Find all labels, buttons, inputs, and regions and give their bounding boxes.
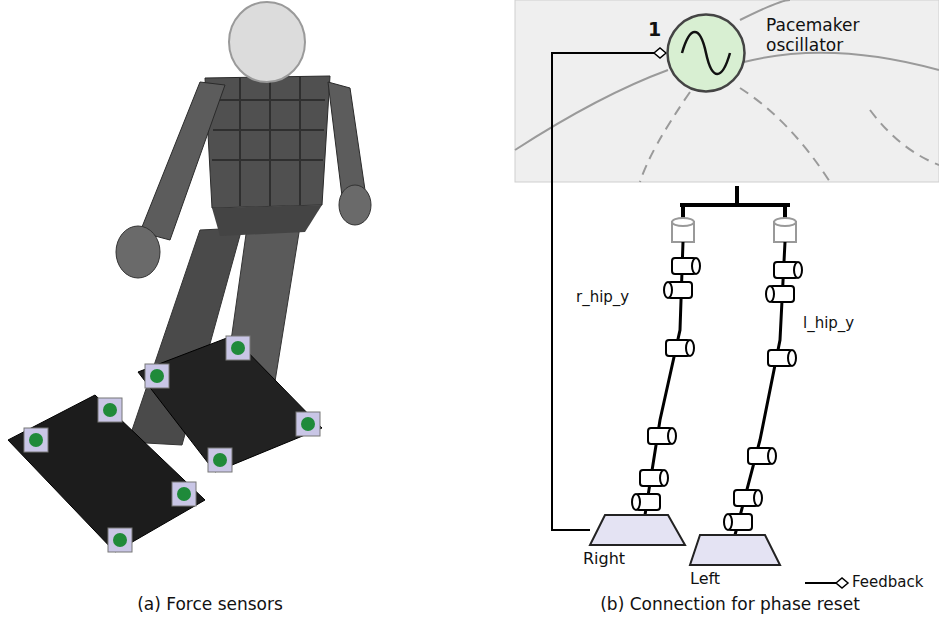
leg-schematic-part-part (632, 494, 640, 510)
robot-render-part (229, 2, 305, 82)
controller-panel-part (740, 88, 830, 182)
leg-schematic-part-part (754, 490, 762, 506)
leg-schematic-part (774, 218, 796, 226)
feedback-diamond (654, 48, 666, 58)
leg-schematic-part (672, 218, 694, 226)
force-sensors-part (213, 453, 227, 467)
subfigure-caption: (a) Force sensors (60, 594, 360, 614)
robot-render-part (212, 77, 325, 206)
robot-render-part (140, 82, 225, 240)
oscillator-body (668, 15, 745, 92)
left-foot: Left (690, 535, 780, 565)
controller-panel-part (640, 92, 690, 182)
robot-render-part (339, 185, 371, 225)
foot-plate (590, 515, 685, 545)
force-sensors-part (296, 412, 320, 436)
robot-render-part (212, 205, 322, 236)
oscillator-circle: Pacemaker oscillator (666, 13, 746, 93)
left-foot-outline (690, 535, 780, 565)
force-sensors-part (145, 364, 169, 388)
force-sensors-part (177, 487, 191, 501)
foot-plate (690, 535, 780, 565)
force-sensors-part (108, 528, 132, 552)
leg-schematic-part-part (668, 428, 676, 444)
legend-sample-part (836, 578, 848, 588)
leg-schematic (632, 186, 802, 535)
leg-schematic-part-part (768, 448, 776, 464)
robot-render (8, 2, 371, 552)
leg-schematic-part-part (686, 340, 694, 356)
leg-schematic-part-part (788, 350, 796, 366)
force-sensors-part (98, 398, 122, 422)
leg-schematic-part (680, 186, 790, 222)
joint-name: l_hip_y (803, 314, 883, 332)
right-foot: Right (590, 515, 685, 545)
oscillator-circle-outline (666, 13, 746, 93)
legend-sample (805, 578, 848, 588)
robot-render-part (138, 336, 322, 472)
force-sensors-part (301, 417, 315, 431)
force-sensors-part (231, 341, 245, 355)
controller-panel-part (515, 70, 668, 150)
legend-text: Feedback (852, 573, 923, 591)
force-sensors (24, 336, 320, 552)
force-sensors-part (103, 403, 117, 417)
callout-number: 1 (648, 18, 668, 41)
leg-schematic-part-part (664, 282, 672, 298)
sine-wave (682, 32, 730, 74)
leg-schematic-part-part (724, 514, 732, 530)
leg-schematic-part-part (660, 470, 668, 486)
node-label: Right (583, 549, 643, 568)
force-sensors-part (208, 448, 232, 472)
leg-schematic-part-part (766, 286, 774, 302)
force-sensors-part (113, 533, 127, 547)
controller-panel-part (515, 0, 939, 182)
joint-name: r_hip_y (576, 288, 656, 306)
leg-schematic-part-part (794, 262, 802, 278)
force-sensors-part (172, 482, 196, 506)
robot-render-part (205, 76, 330, 208)
legend-sample-part (805, 582, 836, 584)
controller-panel-part (870, 110, 939, 165)
force-sensors-part (150, 369, 164, 383)
leg-schematic-part-part (692, 258, 700, 274)
force-sensors-part (24, 428, 48, 452)
feedback-connector (552, 48, 666, 530)
force-sensors-part (29, 433, 43, 447)
node-label: Pacemaker oscillator (766, 15, 896, 56)
node-label: Left (690, 569, 750, 588)
feedback-line (552, 53, 666, 530)
robot-render-part (116, 226, 160, 278)
subfigure-caption: (b) Connection for phase reset (560, 594, 900, 614)
robot-render-part (328, 82, 365, 196)
force-sensors-part (226, 336, 250, 360)
controller-panel (515, 0, 939, 182)
right-foot-outline (590, 515, 685, 545)
leg-schematic-part (632, 258, 802, 530)
